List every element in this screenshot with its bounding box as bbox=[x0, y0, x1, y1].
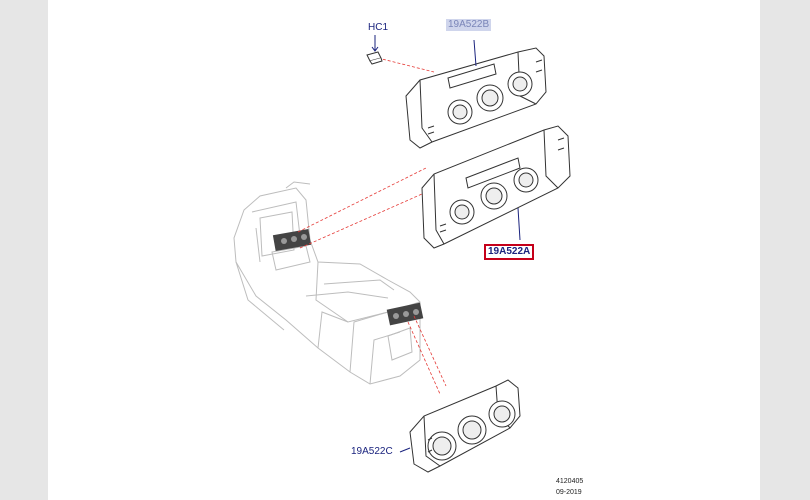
callout-hc1[interactable]: HC1 bbox=[368, 22, 389, 33]
illustration-reference-code: 4120405 bbox=[556, 478, 584, 485]
panel-19a522a bbox=[421, 125, 571, 249]
callout-19a522c[interactable]: 19A522C bbox=[351, 446, 393, 457]
parts-diagram-sheet: HC1 19A522B 19A522A 19A522C 4120405 09-2… bbox=[48, 0, 760, 500]
console-upper-control bbox=[272, 228, 312, 252]
center-console bbox=[233, 181, 421, 385]
hc1-clip bbox=[366, 35, 383, 65]
console-lower-control bbox=[386, 302, 424, 326]
exploded-parts-drawing bbox=[233, 35, 571, 473]
panel-19a522c bbox=[399, 379, 521, 473]
illustration-reference-date: 09-2019 bbox=[556, 489, 582, 496]
panel-19a522b bbox=[405, 39, 547, 149]
leader-lines bbox=[297, 57, 447, 395]
callout-19a522b[interactable]: 19A522B bbox=[446, 19, 492, 31]
callout-19a522a[interactable]: 19A522A bbox=[484, 244, 535, 260]
